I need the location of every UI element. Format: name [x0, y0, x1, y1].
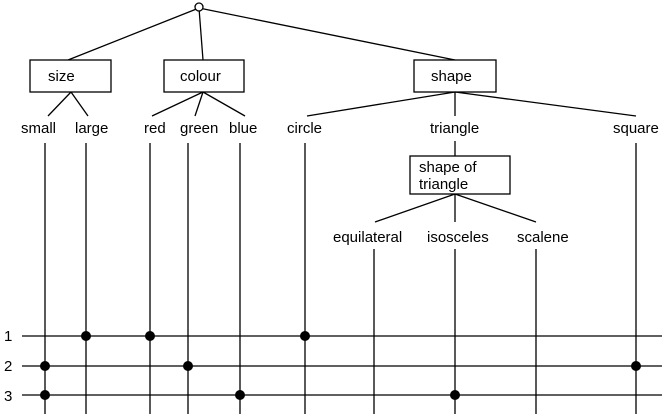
value-label-blue: blue	[229, 120, 257, 137]
row-label-1: 1	[4, 328, 12, 345]
dot-row1-circle	[300, 331, 310, 341]
value-label-small: small	[21, 120, 56, 137]
dot-row2-square	[631, 361, 641, 371]
category-label-shape: shape	[431, 68, 472, 85]
dot-row3-blue	[235, 390, 245, 400]
category-label-colour: colour	[180, 68, 221, 85]
edge-shape-circle	[306, 91, 456, 117]
edge-root-shape	[198, 7, 456, 61]
value-label-scalene: scalene	[517, 229, 569, 246]
edge-size-large	[70, 91, 89, 117]
value-label-triangle: triangle	[430, 120, 479, 137]
value-label-green: green	[180, 120, 218, 137]
value-label-equilateral: equilateral	[333, 229, 402, 246]
edge-sub-scalene	[454, 193, 537, 223]
value-label-large: large	[75, 120, 108, 137]
category-label-size: size	[48, 68, 75, 85]
root-node	[194, 2, 204, 12]
value-label-square: square	[613, 120, 659, 137]
dot-row3-small	[40, 390, 50, 400]
edge-sub-equilateral	[374, 193, 456, 223]
dot-row2-green	[183, 361, 193, 371]
edge-root-colour	[198, 7, 204, 61]
value-label-red: red	[144, 120, 166, 137]
edge-root-size	[67, 7, 200, 61]
row-label-2: 2	[4, 358, 12, 375]
subcategory-box	[409, 155, 511, 195]
category-box-size	[29, 59, 112, 93]
value-label-isosceles: isosceles	[427, 229, 489, 246]
edge-colour-red	[151, 91, 204, 117]
dot-row3-isosceles	[450, 390, 460, 400]
edge-size-small	[47, 91, 72, 117]
edge-colour-green	[194, 91, 204, 117]
subcategory-label-line-2: triangle	[419, 176, 468, 193]
edge-colour-blue	[202, 91, 246, 117]
dot-row1-red	[145, 331, 155, 341]
dot-row2-small	[40, 361, 50, 371]
subcategory-label-line-1: shape of	[419, 159, 477, 176]
edge-shape-square	[454, 91, 637, 117]
category-box-colour	[163, 59, 245, 93]
row-label-3: 3	[4, 388, 12, 405]
value-label-circle: circle	[287, 120, 322, 137]
dot-row1-large	[81, 331, 91, 341]
